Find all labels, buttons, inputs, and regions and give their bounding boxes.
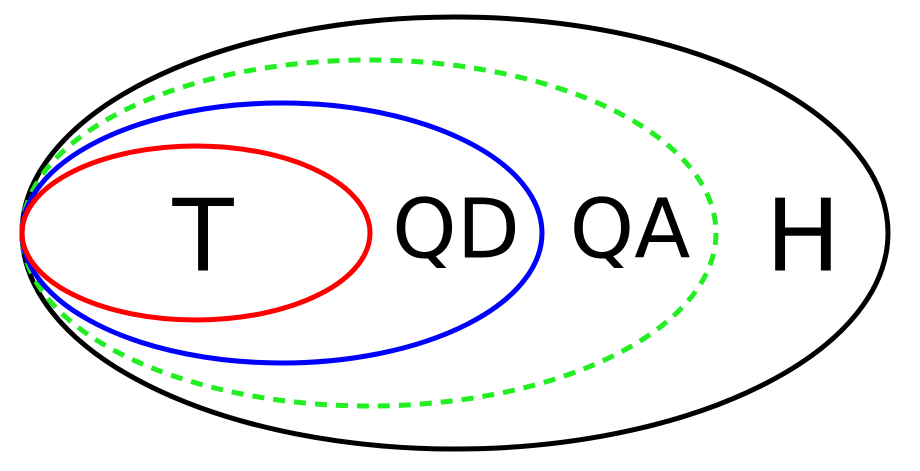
set-qd-label: QD [392,183,520,278]
set-qa-ellipse [19,57,719,409]
set-t-label: T [171,178,234,295]
set-h-label: H [765,178,840,295]
set-qa-label: QA [570,183,691,278]
set-t-ellipse [19,143,373,323]
